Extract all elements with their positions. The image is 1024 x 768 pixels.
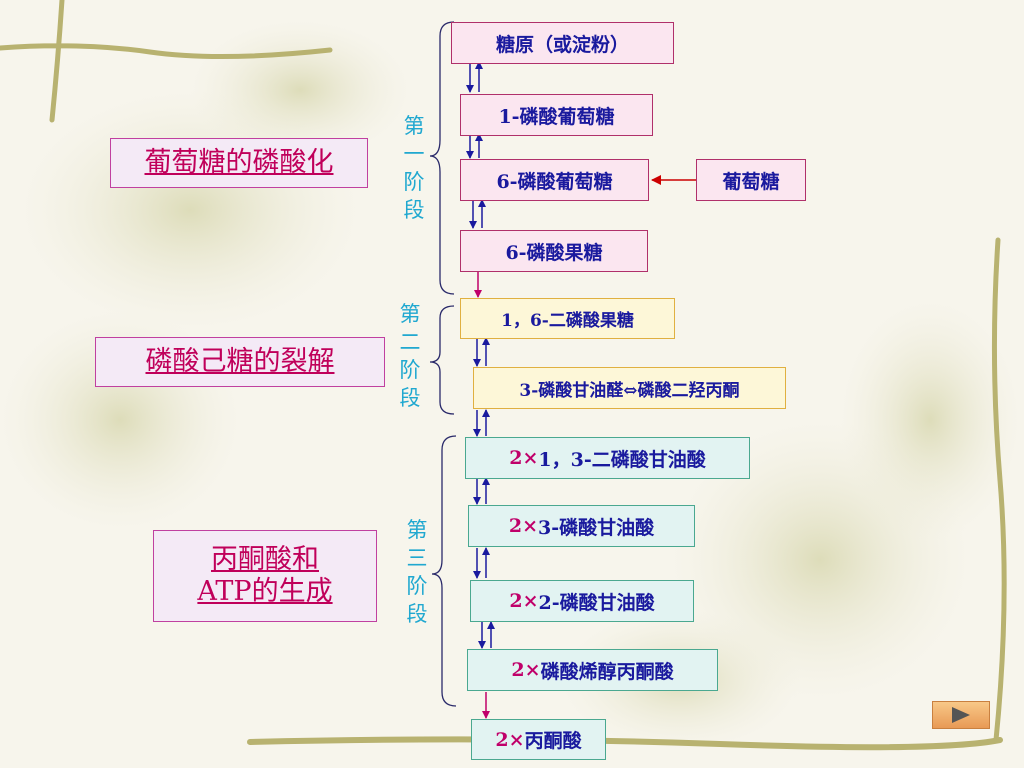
node-pg3-label: 3-磷酸甘油酸 bbox=[538, 516, 655, 539]
node-f16bp-label: 1，6-二磷酸果糖 bbox=[501, 311, 634, 331]
stage-first-char: 第 bbox=[403, 114, 425, 138]
stage-first-char: 一 bbox=[403, 142, 425, 166]
node-pyruvate: 2×丙酮酸 bbox=[471, 719, 606, 760]
node-glycogen: 糖原（或淀粉） bbox=[451, 22, 674, 64]
stage-second-char: 二 bbox=[399, 330, 421, 354]
node-glucose-label: 葡萄糖 bbox=[722, 170, 780, 193]
node-pg2: 2×2-磷酸甘油酸 bbox=[470, 580, 694, 622]
stage-second-char: 段 bbox=[399, 386, 421, 410]
stage-third-char: 段 bbox=[406, 602, 428, 626]
section-phosphorylation[interactable]: 葡萄糖的磷酸化 bbox=[110, 138, 368, 188]
node-g6p-label: 6-磷酸葡萄糖 bbox=[496, 170, 613, 193]
section-cleavage-label: 磷酸己糖的裂解 bbox=[145, 345, 335, 377]
stage-third-char: 第 bbox=[406, 518, 428, 542]
node-glucose: 葡萄糖 bbox=[696, 159, 806, 201]
leaf-blot bbox=[840, 300, 1020, 540]
node-f6p-label: 6-磷酸果糖 bbox=[505, 241, 603, 264]
stage-label-third: 第 三 阶 段 bbox=[405, 516, 429, 628]
stage-label-second: 第 二 阶 段 bbox=[398, 300, 422, 412]
play-triangle-icon bbox=[952, 707, 970, 723]
next-slide-button[interactable] bbox=[932, 701, 990, 729]
section-cleavage[interactable]: 磷酸己糖的裂解 bbox=[95, 337, 385, 387]
stage-first-char: 阶 bbox=[403, 170, 425, 194]
node-g6p: 6-磷酸葡萄糖 bbox=[460, 159, 649, 201]
node-pyruvate-multiplier: 2× bbox=[495, 728, 525, 751]
vine-left-stem bbox=[0, 0, 333, 123]
node-pep-multiplier: 2× bbox=[511, 659, 541, 681]
node-glycogen-label: 糖原（或淀粉） bbox=[495, 33, 629, 56]
node-triose: 3-磷酸甘油醛⇔磷酸二羟丙酮 bbox=[473, 367, 786, 409]
node-g1p: 1-磷酸葡萄糖 bbox=[460, 94, 653, 136]
node-triose-label: 3-磷酸甘油醛⇔磷酸二羟丙酮 bbox=[519, 380, 740, 401]
node-pg3: 2×3-磷酸甘油酸 bbox=[468, 505, 695, 547]
node-pg2-label: 2-磷酸甘油酸 bbox=[538, 591, 655, 614]
node-f6p: 6-磷酸果糖 bbox=[460, 230, 648, 272]
stage-third-char: 三 bbox=[406, 546, 428, 570]
stage-second-char: 阶 bbox=[399, 358, 421, 382]
node-g1p-label: 1-磷酸葡萄糖 bbox=[498, 105, 615, 128]
node-pg3-multiplier: 2× bbox=[508, 515, 539, 537]
stage-label-first: 第 一 阶 段 bbox=[402, 112, 426, 224]
section-phosphorylation-label: 葡萄糖的磷酸化 bbox=[144, 146, 334, 178]
stage-third-char: 阶 bbox=[406, 574, 428, 598]
vine-right-stem bbox=[991, 237, 1007, 743]
section-pyruvate-label-line2: ATP的生成 bbox=[197, 576, 333, 607]
section-pyruvate-atp[interactable]: 丙酮酸和 ATP的生成 bbox=[153, 530, 377, 622]
node-pg2-multiplier: 2× bbox=[509, 590, 539, 612]
section-pyruvate-label-line1: 丙酮酸和 bbox=[211, 543, 319, 575]
stage-second-char: 第 bbox=[399, 302, 421, 326]
node-bpg13-label: 1，3-二磷酸甘油酸 bbox=[538, 448, 706, 471]
node-pep: 2×磷酸烯醇丙酮酸 bbox=[467, 649, 718, 691]
vine-bottom-stem bbox=[247, 736, 1003, 751]
node-pyruvate-label: 丙酮酸 bbox=[524, 730, 582, 752]
node-bpg13: 2×1，3-二磷酸甘油酸 bbox=[465, 437, 750, 479]
node-bpg13-multiplier: 2× bbox=[509, 447, 539, 469]
node-f16bp: 1，6-二磷酸果糖 bbox=[460, 298, 675, 339]
node-pep-label: 磷酸烯醇丙酮酸 bbox=[540, 660, 674, 683]
stage-first-char: 段 bbox=[403, 198, 425, 222]
